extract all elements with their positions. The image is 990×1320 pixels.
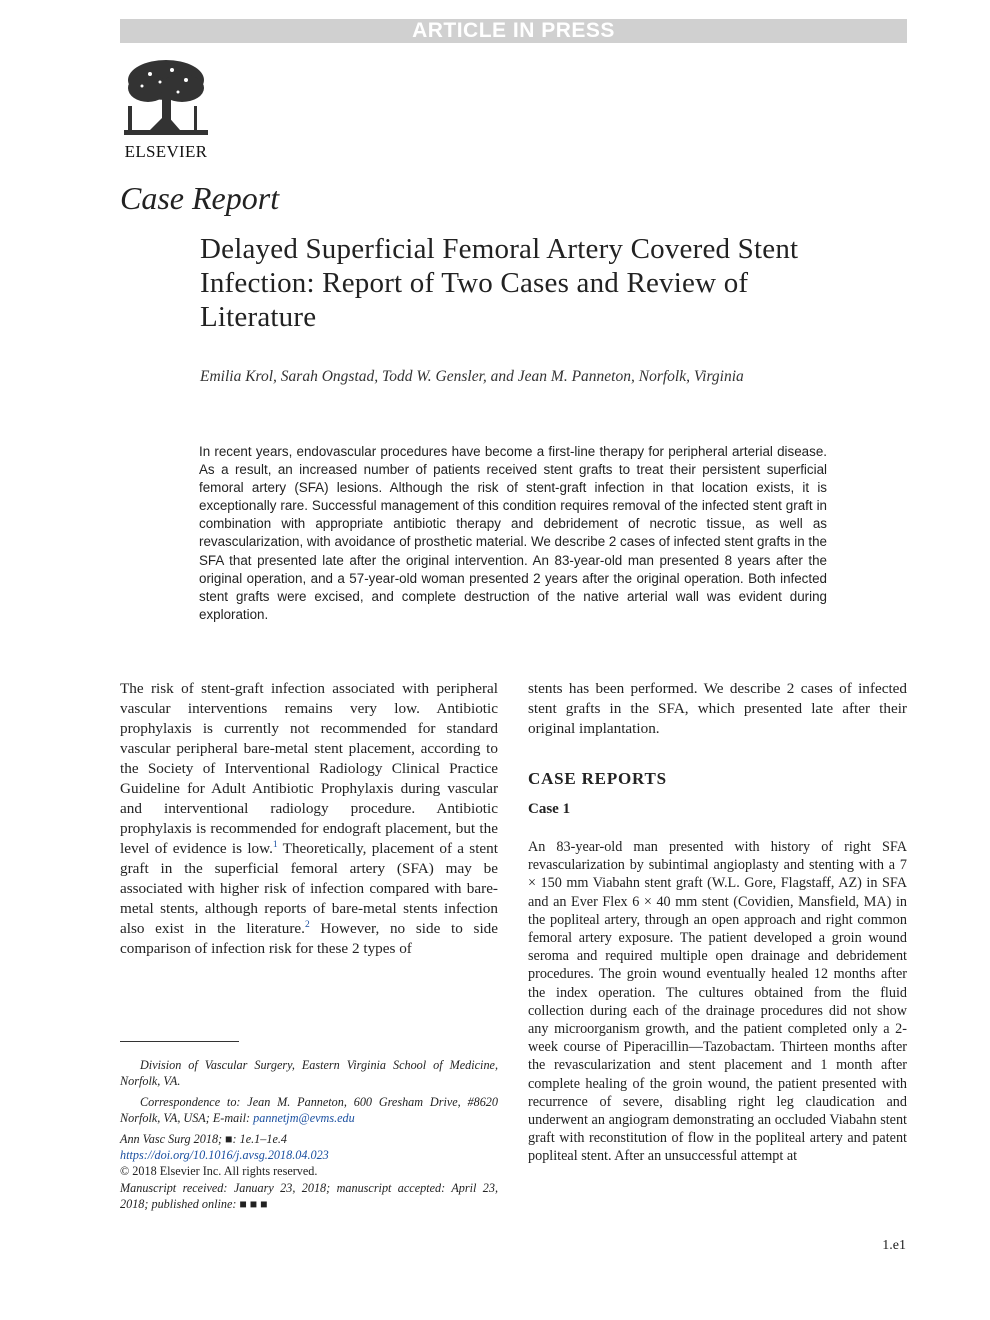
publisher-name: ELSEVIER <box>124 142 208 161</box>
elsevier-tree-icon <box>124 60 208 135</box>
subsection-heading: Case 1 <box>528 801 571 817</box>
page-number: 1.e1 <box>882 1238 906 1253</box>
body-column-right-intro: stents has been performed. We describe 2… <box>528 680 907 737</box>
case-1-text: An 83-year-old man presented with histor… <box>528 839 907 1165</box>
manuscript-dates: Manuscript received: January 23, 2018; m… <box>120 1180 498 1212</box>
body-paragraph-part: However, no side to side comparison of i… <box>120 920 499 957</box>
article-in-press-banner: ARTICLE IN PRESS <box>120 19 907 43</box>
body-paragraph-part: Theoretically, placement of a stent graf… <box>120 840 498 937</box>
footnote-divider <box>120 1041 239 1042</box>
elsevier-logo: ELSEVIER <box>120 58 212 161</box>
journal-citation: Ann Vasc Surg 2018; ■: 1e.1–1e.4 <box>120 1131 288 1146</box>
section-heading: CASE REPORTS <box>528 769 667 788</box>
article-title: Delayed Superficial Femoral Artery Cover… <box>200 233 799 333</box>
email-link[interactable]: pannetjm@evms.edu <box>253 1111 355 1126</box>
body-paragraph-part: The risk of stent-graft infection associ… <box>120 680 498 857</box>
abstract: In recent years, endovascular procedures… <box>199 444 827 622</box>
correspondence-text: Correspondence to: Jean M. Panneton, 600… <box>120 1094 498 1126</box>
doi-link[interactable]: https://doi.org/10.1016/j.avsg.2018.04.0… <box>120 1148 329 1163</box>
reference-link[interactable]: 1 <box>272 839 278 850</box>
author-list: Emilia Krol, Sarah Ongstad, Todd W. Gens… <box>200 368 744 385</box>
affiliation-note: Division of Vascular Surgery, Eastern Vi… <box>120 1058 498 1089</box>
correspondence-note: Correspondence to: Jean M. Panneton, 600… <box>120 1094 498 1127</box>
body-column-left: The risk of stent-graft infection associ… <box>120 679 498 959</box>
copyright-notice: © 2018 Elsevier Inc. All rights reserved… <box>120 1164 318 1179</box>
reference-link[interactable]: 2 <box>304 919 310 930</box>
article-type-label: Case Report <box>120 180 280 216</box>
footnotes: Division of Vascular Surgery, Eastern Vi… <box>120 1057 498 1213</box>
